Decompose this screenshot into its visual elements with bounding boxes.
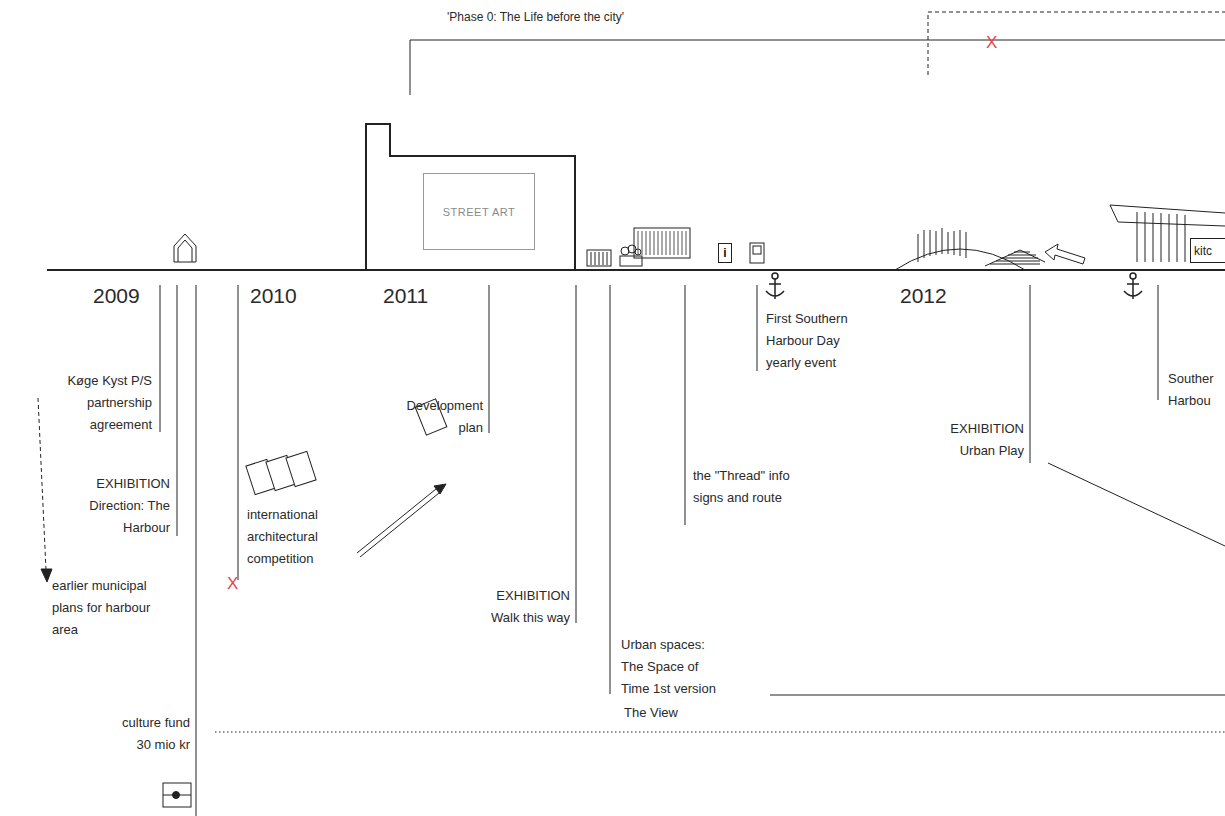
- label-box: i: [718, 243, 732, 263]
- timeline-note: culture fund 30 mio kr: [105, 712, 190, 756]
- label-box: STREET ART: [423, 173, 535, 250]
- dotted-line: [215, 732, 1225, 733]
- anchor-icon: [772, 273, 778, 279]
- anchor-icon: [766, 279, 784, 299]
- fence-icon: [587, 250, 611, 266]
- box-text: STREET ART: [443, 206, 515, 218]
- drawing-part: [38, 12, 1225, 816]
- anchor-icon: [1124, 279, 1142, 299]
- sign-icon: [753, 246, 761, 254]
- double-arrow: [357, 489, 439, 557]
- timeline-note: international architectural competition: [247, 504, 333, 570]
- box-text: i: [723, 246, 726, 260]
- year-label: 2012: [900, 283, 947, 308]
- timeline-axis: [47, 269, 1225, 271]
- leader-line: [1048, 463, 1225, 546]
- timeline-note: earlier municipal plans for harbour area: [52, 575, 152, 641]
- phase-title: 'Phase 0: The Life before the city': [447, 6, 624, 28]
- arrow-head: [434, 484, 446, 494]
- timeline-note: EXHIBITION Urban Play: [939, 418, 1024, 462]
- container-icon: [634, 228, 690, 258]
- dashed-arrow: [38, 398, 46, 570]
- year-label: 2011: [383, 283, 428, 308]
- timeline-note: Souther Harbou: [1168, 368, 1223, 412]
- year-label: 2010: [250, 283, 297, 308]
- timeline-note: Development plan: [398, 395, 483, 439]
- timeline-note: the "Thread" info signs and route: [693, 465, 793, 509]
- fund-icon: [173, 792, 180, 799]
- anchor-icon: [1130, 273, 1136, 279]
- cross-mark: X: [227, 573, 238, 594]
- phase-dashed-bracket: [928, 12, 1225, 75]
- phase-bracket: [410, 40, 1225, 95]
- timeline-note: EXHIBITION Direction: The Harbour: [70, 473, 170, 539]
- arrow-head: [41, 569, 52, 582]
- steps-icon: [985, 250, 1045, 266]
- label-box: kitc: [1190, 238, 1225, 263]
- house-icon: [178, 240, 192, 262]
- pavilion-roof: [1110, 205, 1225, 226]
- timeline-note: Urban spaces: The Space of Time 1st vers…: [621, 634, 721, 700]
- pavilion-columns: [1137, 212, 1185, 262]
- arrow-icon: [1045, 244, 1085, 264]
- box-text: kitc: [1194, 244, 1212, 258]
- timeline-note: Køge Kyst P/S partnership agreement: [52, 370, 152, 436]
- house-icon: [174, 234, 196, 262]
- cross-mark: X: [986, 32, 997, 53]
- year-label: 2009: [93, 283, 140, 308]
- leader-line: [770, 695, 1225, 696]
- fence-icon: [591, 252, 607, 265]
- sign-icon: [750, 243, 764, 263]
- fund-icon: [163, 783, 191, 807]
- timeline-note: The View: [624, 702, 678, 724]
- timeline-note: EXHIBITION Walk this way: [480, 585, 570, 629]
- hill-bars: [918, 228, 966, 262]
- building-outline: [366, 124, 575, 270]
- container-icon: [638, 231, 686, 255]
- timeline-note: First Southern Harbour Day yearly event: [766, 308, 866, 374]
- paper-icon: [286, 451, 316, 486]
- leader-line: [160, 285, 1158, 816]
